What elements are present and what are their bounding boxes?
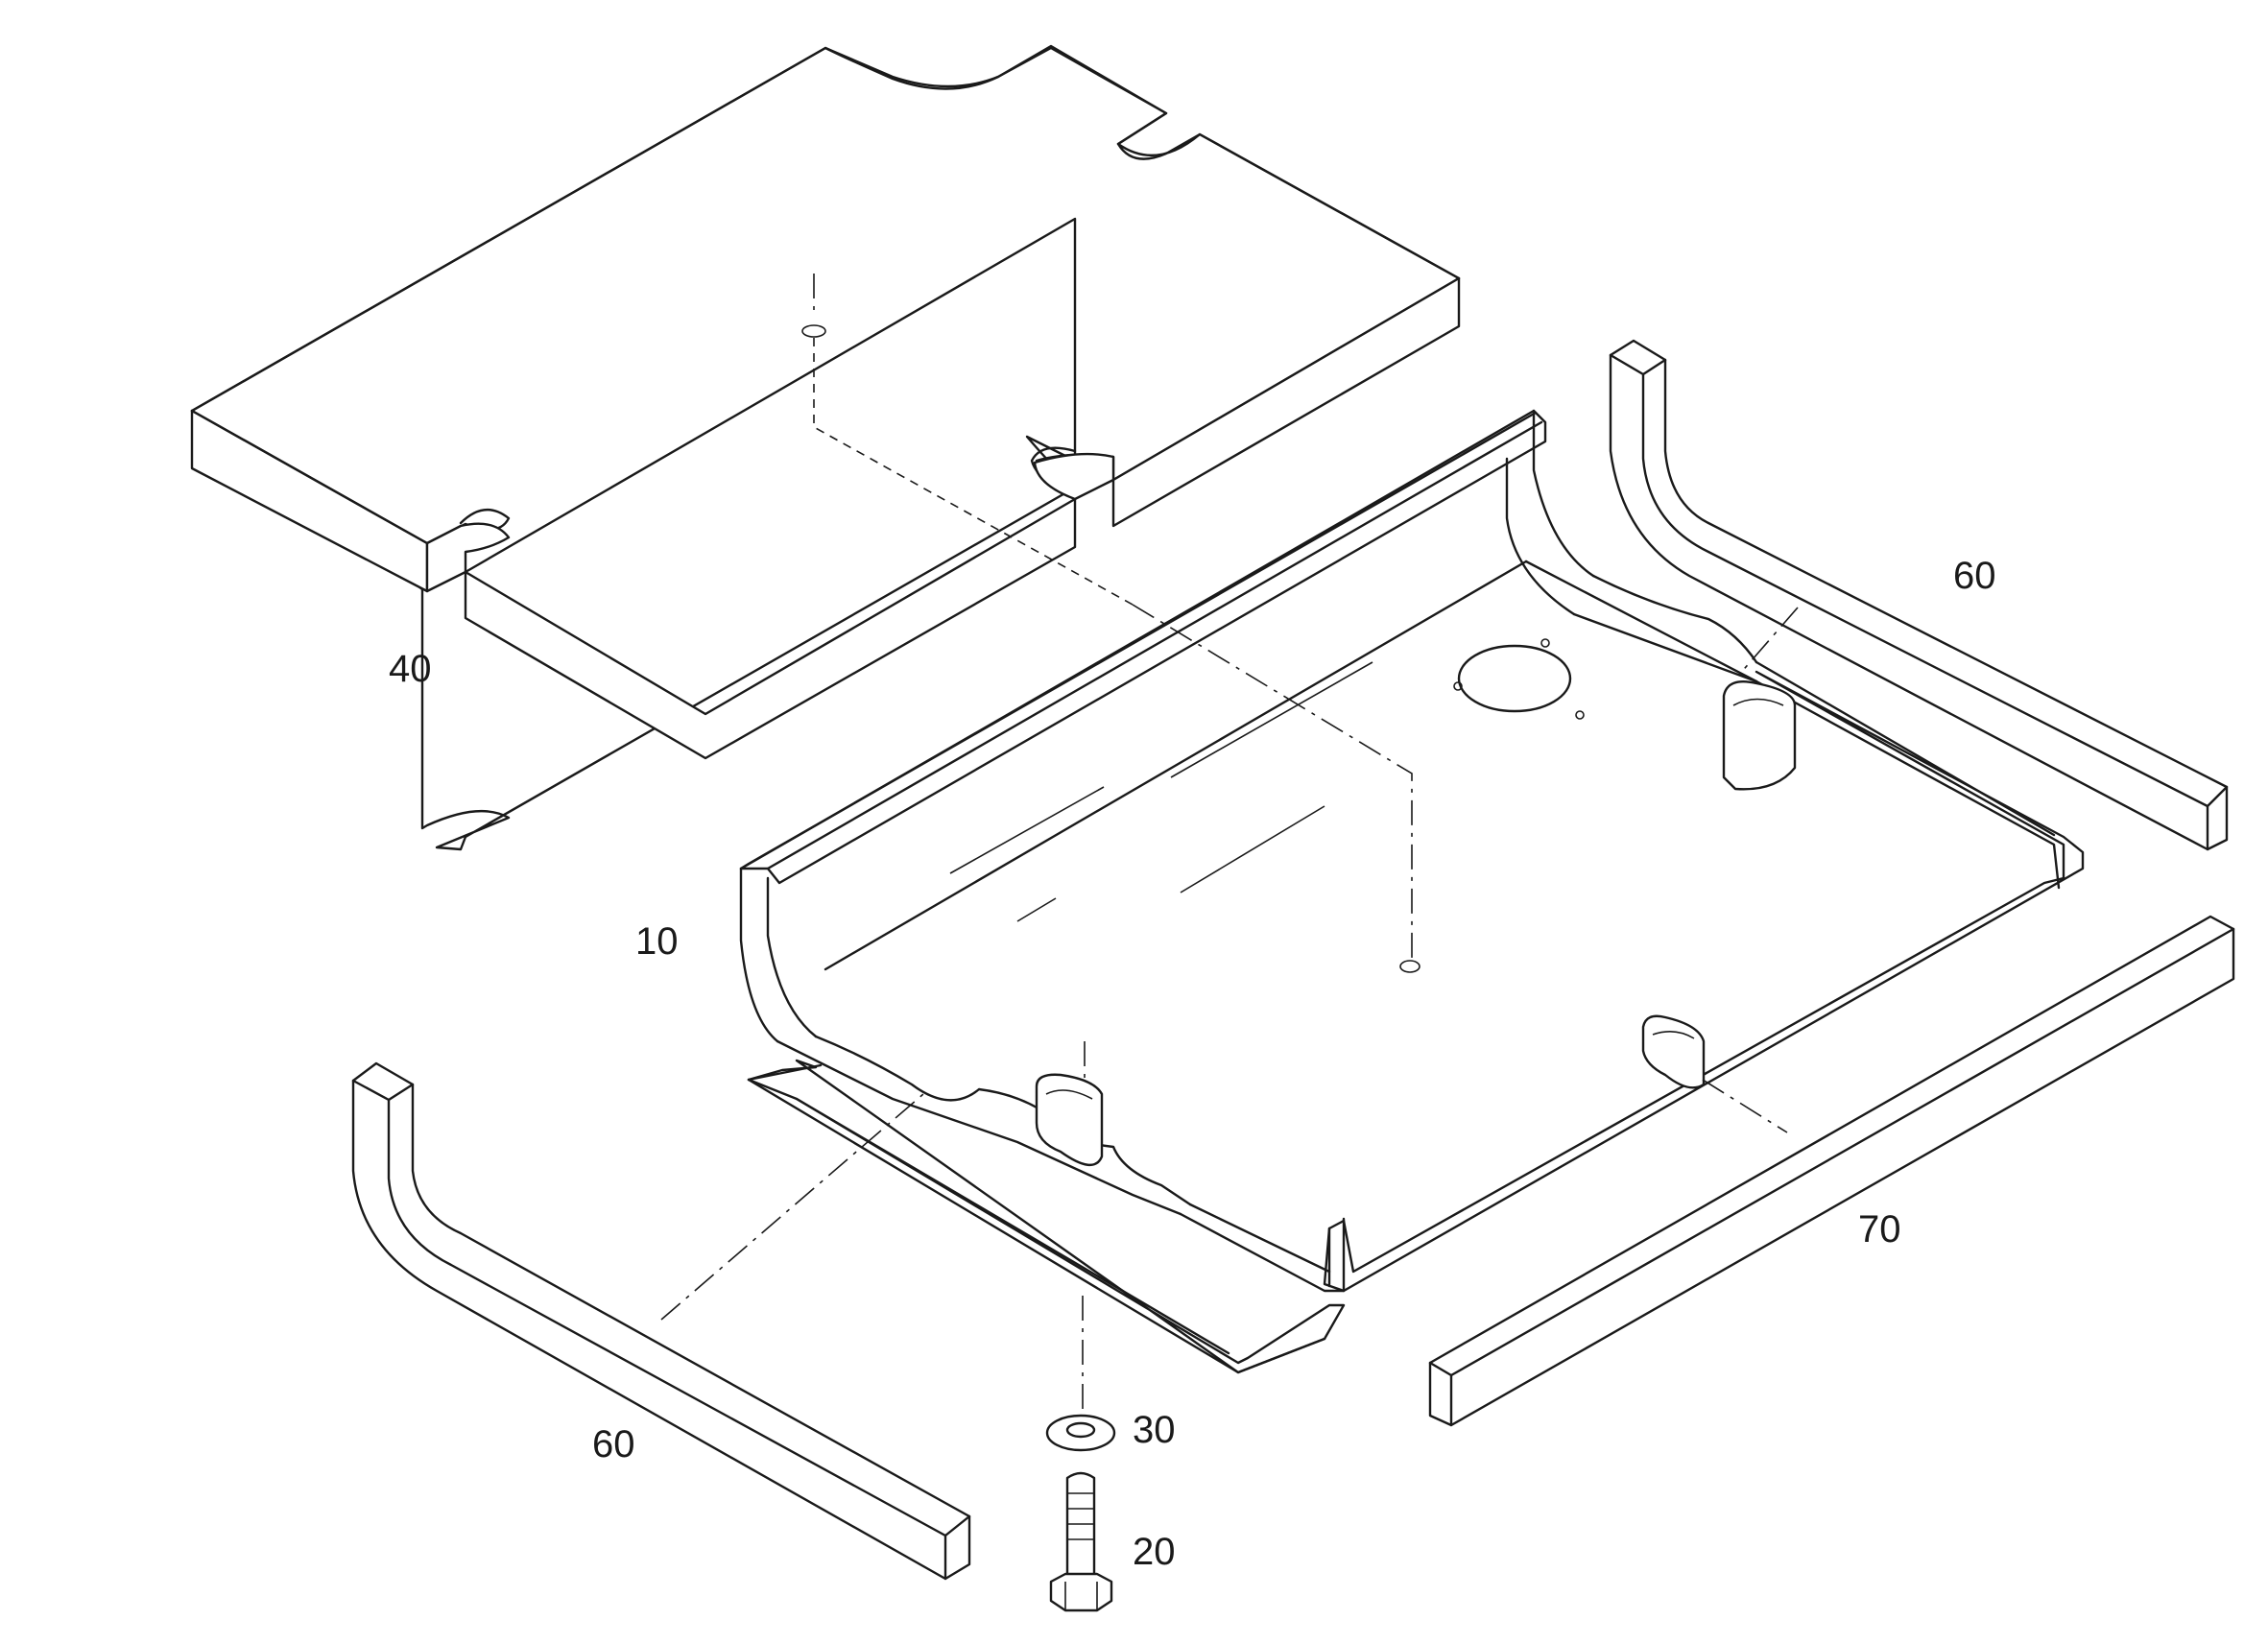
part-60-rail-upper	[1609, 339, 2229, 851]
part-60-rail-lower	[351, 1061, 971, 1581]
part-10-base-tray	[739, 409, 2085, 1374]
part-40-cover-plate	[190, 44, 1461, 851]
callout-40: 40	[389, 648, 432, 690]
part-20-bolt	[1049, 1471, 1113, 1612]
callout-10: 10	[635, 920, 679, 963]
callout-60-upper: 60	[1953, 555, 1996, 597]
part-30-washer	[1045, 1414, 1116, 1452]
callout-60-lower: 60	[592, 1423, 635, 1465]
assembly-lines	[660, 274, 1799, 1411]
callout-20: 20	[1133, 1531, 1176, 1573]
callout-70: 70	[1858, 1208, 1901, 1251]
callout-30: 30	[1133, 1409, 1176, 1451]
part-70-front-rail	[1428, 915, 2235, 1427]
